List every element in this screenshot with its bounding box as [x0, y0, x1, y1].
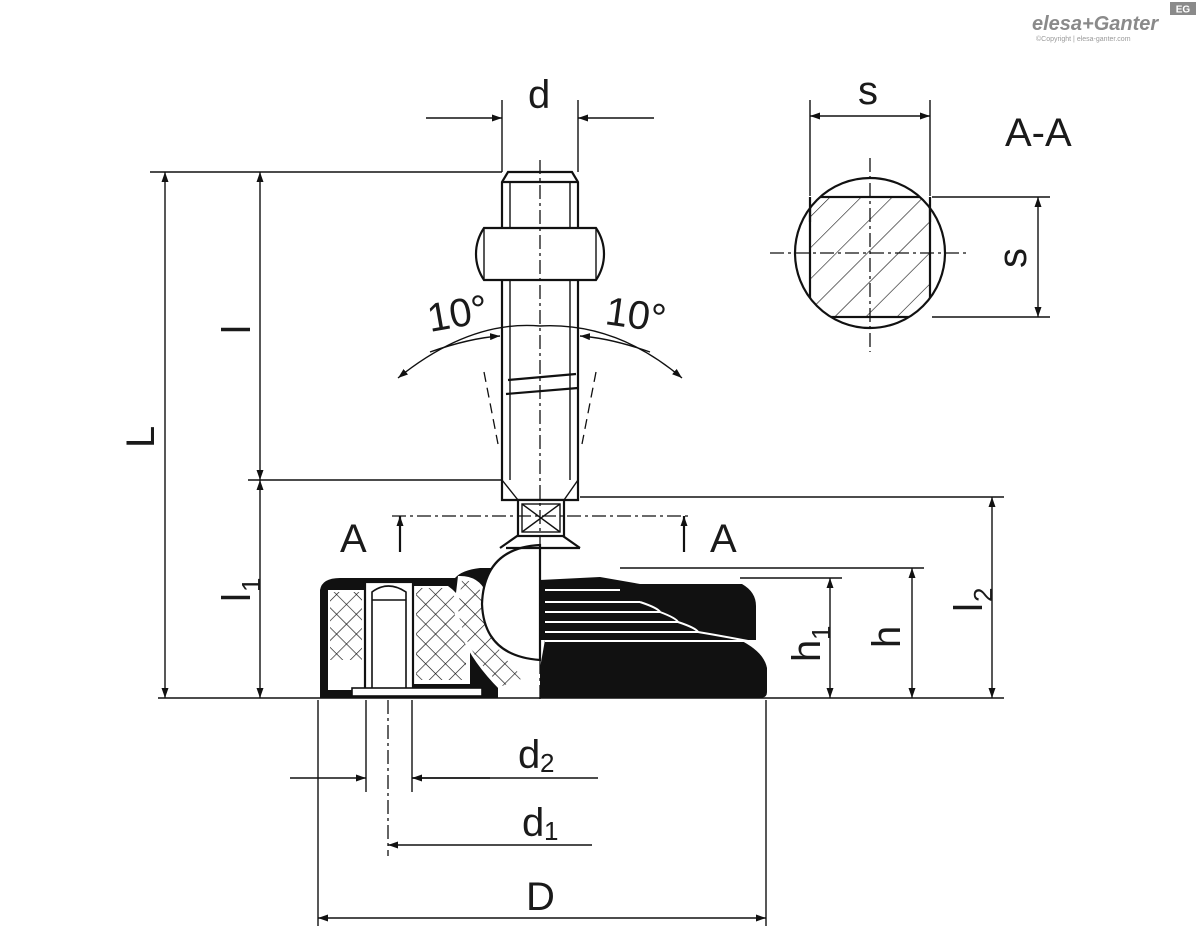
section-aa [770, 158, 970, 352]
dim-label-D: D [526, 875, 555, 919]
svg-text:1: 1 [544, 816, 558, 846]
base-body [540, 577, 767, 698]
section-title: A-A [1005, 111, 1072, 155]
ball-joint [480, 532, 581, 662]
dim-label-d1: d 1 [522, 801, 558, 846]
svg-text:d: d [518, 733, 540, 777]
svg-text:h: h [785, 640, 829, 662]
dim-label-h: h [865, 626, 909, 648]
svg-text:l: l [947, 603, 991, 612]
section-mark-left: A [340, 517, 367, 561]
brand-copyright: ©Copyright | elesa-ganter.com [1036, 35, 1131, 43]
brand-logo: elesa+Ganter ©Copyright | elesa-ganter.c… [1032, 2, 1196, 43]
dim-label-L: L [119, 426, 163, 448]
dimension-lines [150, 100, 1050, 926]
svg-text:2: 2 [540, 748, 554, 778]
dim-label-d: d [528, 73, 550, 117]
angle-arcs [397, 324, 683, 379]
svg-text:l: l [215, 593, 259, 602]
brand-badge-text: EG [1176, 5, 1191, 16]
dim-label-s-vertical: s [991, 248, 1035, 268]
dim-label-d2: d 2 [518, 733, 554, 778]
base-section [320, 568, 532, 698]
angle-label-left: 10° [424, 287, 491, 341]
dim-label-l1: l 1 [215, 578, 266, 602]
dim-label-s-horizontal: s [858, 69, 878, 113]
dim-label-l: l [215, 325, 259, 334]
dim-label-h1: h 1 [785, 626, 836, 662]
brand-badge-icon [1170, 2, 1196, 15]
svg-text:2: 2 [968, 588, 998, 602]
tilt-phantom [483, 371, 597, 445]
svg-text:1: 1 [236, 578, 266, 592]
brand-name: elesa+Ganter [1032, 13, 1159, 35]
svg-text:1: 1 [806, 626, 836, 640]
section-mark-right: A [710, 517, 737, 561]
svg-text:h: h [865, 626, 909, 648]
dim-label-l2: l 2 [947, 588, 998, 612]
svg-text:d: d [522, 801, 544, 845]
angle-label-right: 10° [603, 289, 669, 341]
